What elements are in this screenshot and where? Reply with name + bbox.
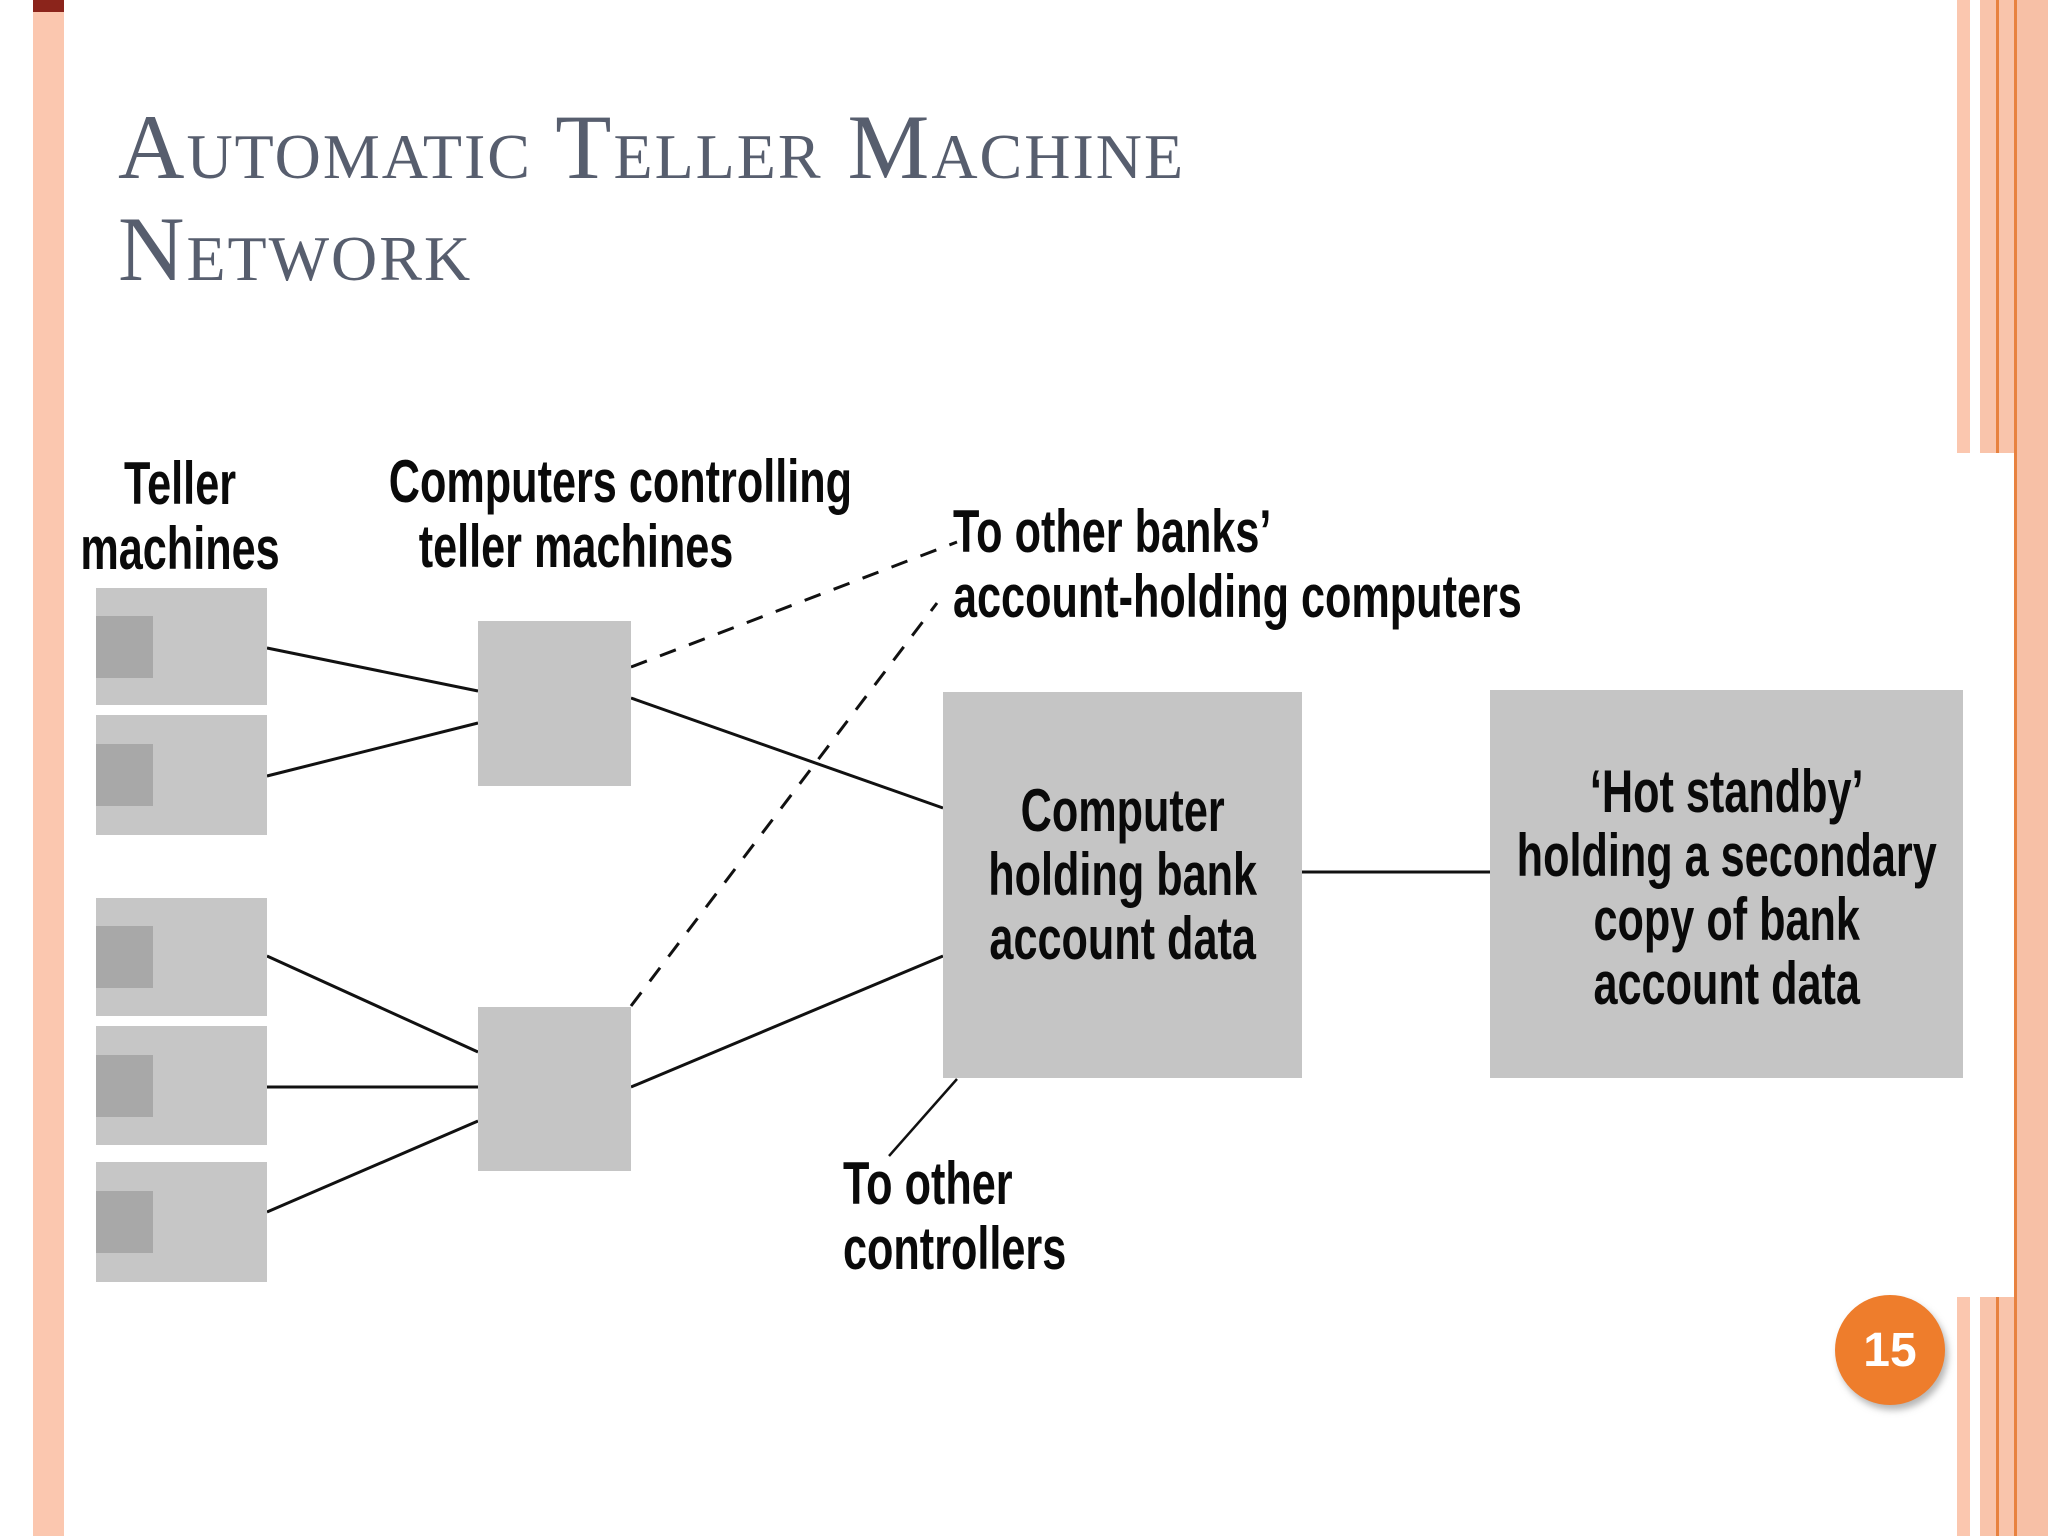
teller-machine-screen xyxy=(96,926,153,988)
hot-standby-text: ‘Hot standby’ holding a secondary copy o… xyxy=(1516,760,1936,1016)
label-line: Teller xyxy=(123,450,237,517)
label-line: account-holding computers xyxy=(953,563,1522,630)
bank-computer-text: Computer holding bank account data xyxy=(988,779,1257,971)
left-accent-bar xyxy=(33,0,64,1536)
line-teller5-controller2 xyxy=(266,1119,479,1214)
right-accent-strip-top xyxy=(1957,0,1970,453)
label-line: Computers controlling xyxy=(388,448,853,515)
right-accent-line-top xyxy=(1996,0,1999,453)
right-accent-strip-bottom xyxy=(1957,1297,1970,1536)
bank-computer-line: holding bank xyxy=(988,841,1257,908)
label-teller-machines: Teller machines xyxy=(65,451,295,581)
teller-machine-box xyxy=(96,715,267,835)
hot-standby-line: ‘Hot standby’ xyxy=(1589,758,1864,825)
bank-computer-line: account data xyxy=(989,905,1256,972)
line-central-other-controllers xyxy=(888,1078,958,1157)
teller-machine-screen xyxy=(96,615,153,678)
hot-standby-line: holding a secondary xyxy=(1516,822,1937,889)
line-teller1-controller1 xyxy=(266,646,479,693)
teller-machine-box xyxy=(96,898,267,1016)
right-accent-line-outer xyxy=(2014,0,2017,1536)
right-accent-band-outer xyxy=(2014,0,2048,1536)
slide-title: Automatic Teller Machine Network xyxy=(118,96,1818,300)
teller-machine-box xyxy=(96,588,267,705)
line-controller2-central xyxy=(630,954,944,1089)
bank-computer-line: Computer xyxy=(1020,777,1225,844)
slide-title-line2: Network xyxy=(118,198,473,300)
teller-machine-box xyxy=(96,1026,267,1145)
teller-machine-screen xyxy=(96,1191,153,1253)
hot-standby-line: copy of bank xyxy=(1593,886,1860,953)
left-accent-bar-cap xyxy=(33,0,64,12)
label-computers-controlling: Computers controlling teller machines xyxy=(388,448,853,580)
label-other-controllers: To other controllers xyxy=(843,1151,1066,1281)
label-line: teller machines xyxy=(418,513,734,580)
dashed-controller1-other-banks xyxy=(630,540,958,669)
teller-machine-screen xyxy=(96,1054,153,1117)
right-accent-line-bottom xyxy=(1996,1297,1999,1536)
label-line: machines xyxy=(80,515,280,582)
label-other-banks: To other banks’ account-holding computer… xyxy=(953,499,1522,629)
label-line: controllers xyxy=(843,1215,1067,1282)
hot-standby-line: account data xyxy=(1593,950,1860,1017)
hot-standby-box: ‘Hot standby’ holding a secondary copy o… xyxy=(1490,690,1963,1078)
page-number-badge: 15 xyxy=(1835,1295,1945,1405)
teller-machine-screen xyxy=(96,744,153,806)
line-controller1-central xyxy=(630,696,944,810)
line-teller2-controller1 xyxy=(266,721,479,778)
dashed-controller2-other-banks xyxy=(629,602,939,1007)
controller-computer-box xyxy=(478,1007,631,1171)
line-teller3-controller2 xyxy=(266,954,479,1054)
teller-machine-box xyxy=(96,1162,267,1282)
label-line: To other banks’ xyxy=(953,498,1272,565)
controller-computer-box xyxy=(478,621,631,786)
label-line: To other xyxy=(843,1150,1013,1217)
bank-computer-box: Computer holding bank account data xyxy=(943,692,1302,1078)
slide-title-line1: Automatic Teller Machine xyxy=(118,96,1186,198)
